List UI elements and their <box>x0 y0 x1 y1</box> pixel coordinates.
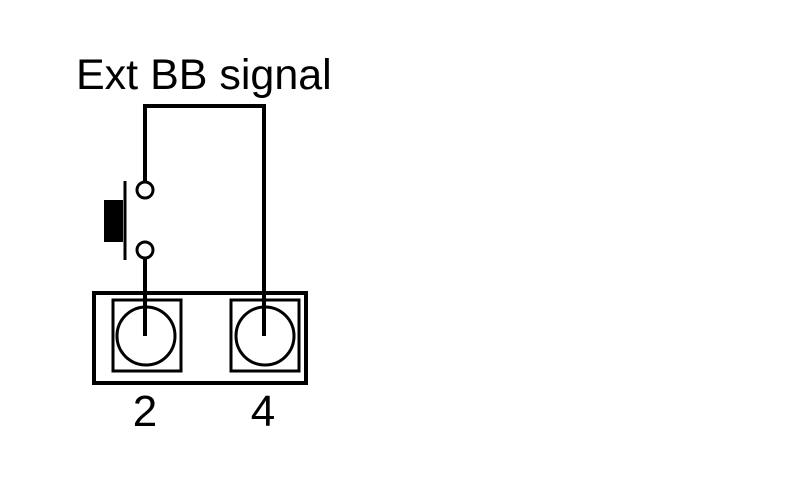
signal-label: Ext BB signal <box>76 51 332 99</box>
pin-number-2: 2 <box>133 387 157 436</box>
switch-contact-bottom <box>135 240 155 260</box>
terminal-pin-2 <box>111 298 183 373</box>
switch-actuator <box>104 200 123 242</box>
terminal-square <box>111 298 183 373</box>
pin-number-4: 4 <box>251 387 275 436</box>
terminal-square <box>229 298 301 373</box>
push-button-switch <box>104 180 155 260</box>
terminal-screw <box>234 305 296 367</box>
terminal-pin-4 <box>229 298 301 373</box>
signal-wire <box>143 104 266 336</box>
switch-contact-top <box>135 180 155 200</box>
terminal-screw <box>115 305 177 367</box>
connector-housing <box>92 291 308 385</box>
